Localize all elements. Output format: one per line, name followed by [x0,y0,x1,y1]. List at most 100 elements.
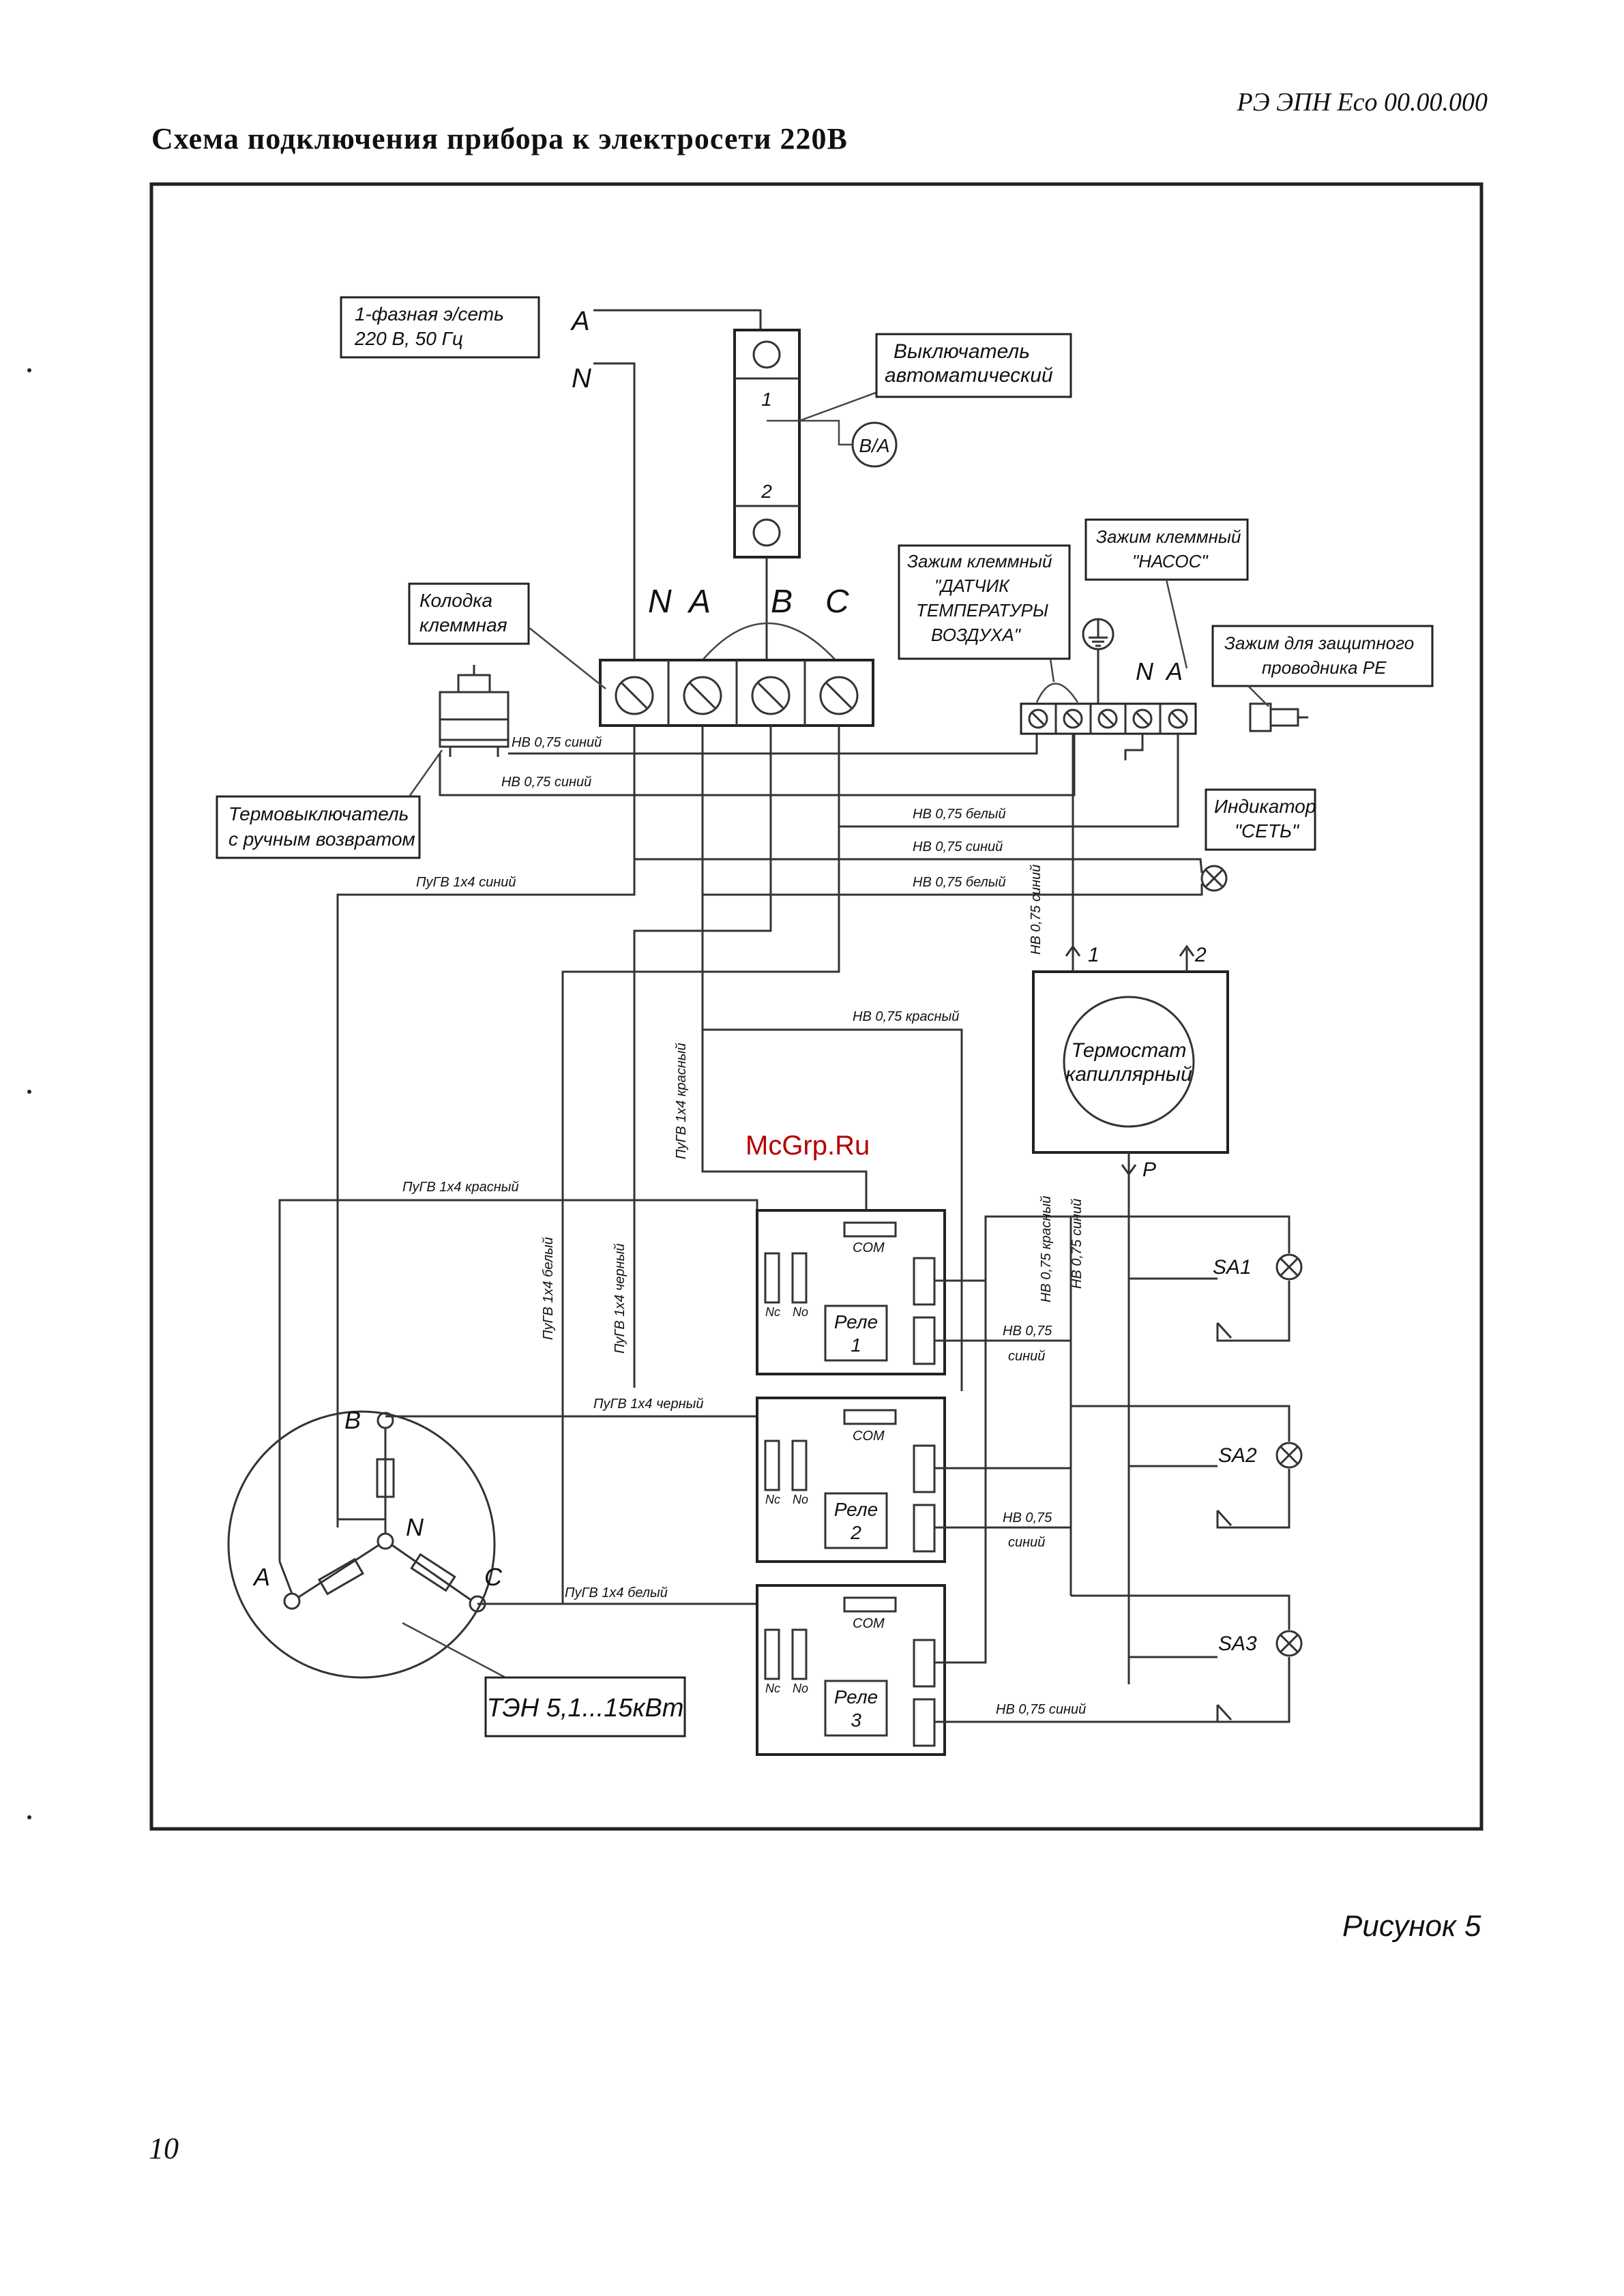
terminal-strip [1020,702,1197,735]
wire-label-w16: НВ 0,75 синий [1069,1199,1084,1289]
air-sensor-line3: ТЕМПЕРАТУРЫ [916,600,1048,621]
terminal-screw-a [683,676,722,715]
relay-3-com-contact [843,1596,897,1613]
sa3-lamp-icon [1275,1630,1303,1657]
thermal-switch-label-box: Термовыключатель с ручным возвратом [216,795,421,859]
switch-sa2: SA2 [1218,1444,1257,1467]
terminal-screw-b [751,676,791,715]
air-sensor-line2: "ДАТЧИК [934,576,1010,596]
breaker-label-line2: автоматический [885,364,1053,387]
relay-1-coil-a [934,1215,1071,1282]
relay-2-number: 2 [850,1522,861,1543]
wire-label-w13: ПуГВ 1х4 черный [593,1397,704,1412]
terminal-label-a: A [687,584,711,620]
relay-2-name: Реле [834,1499,878,1520]
strip-screw-3 [1097,709,1118,729]
thermal-switch-leader [408,749,443,797]
indicator-line1: Индикатор [1214,796,1316,817]
pin2-arrow-icon [1179,944,1195,957]
switch-sa3: SA3 [1218,1632,1257,1655]
relay-3-coil-a [934,1281,987,1664]
heater-element-c [410,1553,456,1592]
meter-label: В/А [859,435,889,456]
thermostat-line2: капиллярный [1065,1063,1192,1086]
terminal-label-b: B [771,584,793,620]
heater-label-b: B [344,1406,361,1434]
wire-label-w4: НВ 0,75 синий [913,839,1003,854]
wire-label-w3: НВ 0,75 белый [913,807,1006,822]
terminal-block-leader [528,627,606,689]
sa2-contact-icon [1216,1509,1232,1527]
indicator-label-box: Индикатор "СЕТЬ" [1205,788,1316,851]
wire-label-w15: НВ 0,75 красный [1039,1196,1054,1302]
heater-leader [402,1622,519,1686]
pe-clamp-line1: Зажим для защитного [1224,633,1414,653]
relay-3-nc: Nc [765,1682,780,1695]
indicator-wire-2 [703,884,1203,896]
relay-1-number: 1 [851,1335,861,1356]
ground-icon [1082,618,1114,704]
supply-label-line2: 220 В, 50 Гц [354,328,463,349]
pump-clamp-label-box: Зажим клеммный "НАСОС" [1084,518,1249,581]
document-code: РЭ ЭПН Eco 00.00.000 [1237,88,1488,117]
relay-1-nc: Nc [765,1305,780,1319]
breaker-label-box: Выключатель автоматический [875,333,1072,398]
pump-clamp-line2: "НАСОС" [1132,551,1209,571]
heater-label-c: C [484,1563,503,1591]
breaker-pin-2: 2 [761,481,772,502]
relay-2-com: COM [853,1429,885,1444]
heater-label-n: N [406,1513,424,1541]
diagram-frame [149,182,1483,1831]
relay-1-name: Реле [834,1311,878,1332]
terminal-label-n: N [648,584,672,620]
heater-label-box: ТЭН 5,1...15кВт [484,1676,686,1738]
thermostat-pin-p: P [1142,1159,1156,1181]
phase-wire [593,309,762,330]
wire-label-w8: НВ 0,75 красный [853,1009,959,1024]
terminal-label-c: C [825,584,849,620]
thermostat-line1: Термостат [1072,1039,1187,1062]
figure-caption: Рисунок 5 [1342,1909,1481,1943]
meter-icon [851,421,898,468]
wire-label-w19: НВ 0,75 синий [996,1702,1086,1717]
thermal-switch-label-line1: Термовыключатель [228,803,409,824]
bc-jumper [702,622,836,661]
wire-label-w1: НВ 0,75 синий [512,735,602,750]
thermostat: Термостат капиллярный [1032,970,1229,1154]
sa3-supply [1071,1594,1290,1630]
heater-terminal-a [283,1592,301,1610]
sa2-return [1216,1469,1290,1529]
circuit-breaker: 1 2 [733,329,801,558]
heater-terminal-b [377,1412,394,1429]
breaker-leader [799,387,887,422]
terminal-block [599,659,874,727]
relay-2-no: No [793,1493,808,1506]
pump-label-a: A [1165,657,1183,685]
thermal-switch-label-line2: с ручным возвратом [228,829,415,850]
indicator-line2: "СЕТЬ" [1235,820,1299,841]
margin-mark [27,368,31,372]
breaker-bottom-screw [752,518,781,547]
breaker-top-screw [752,340,781,369]
breaker-label-line1: Выключатель [894,340,1030,363]
indicator-wire-1 [634,858,1203,874]
supply-label-box: 1-фазная э/сеть 220 В, 50 Гц [340,296,540,359]
strip-screw-2 [1063,709,1083,729]
wire-label-w11: ПуГВ 1х4 белый [541,1237,556,1340]
pump-clamp-line1: Зажим клеммный [1096,526,1241,547]
neutral-wire [593,362,636,660]
pump-clamp-leader [1165,579,1188,669]
strip-screw-4 [1132,709,1153,729]
relay-1-com-contact [843,1221,897,1238]
wire-red-relay1 [701,1030,868,1210]
page-title: Схема подключения прибора к электросети … [151,122,848,155]
air-sensor-clamp-label-box: Зажим клеммный "ДАТЧИК ТЕМПЕРАТУРЫ ВОЗДУ… [898,544,1071,660]
feeder-c [561,726,840,1604]
relay-3-name: Реле [834,1686,878,1708]
relay-1-no: No [793,1305,808,1319]
heater-terminal-n [377,1532,394,1550]
heater-label: ТЭН 5,1...15кВт [487,1694,684,1723]
pump-wire-n-stub [1124,734,1144,760]
margin-mark [27,1815,31,1819]
terminal-block-label-line1: Колодка [419,590,492,611]
